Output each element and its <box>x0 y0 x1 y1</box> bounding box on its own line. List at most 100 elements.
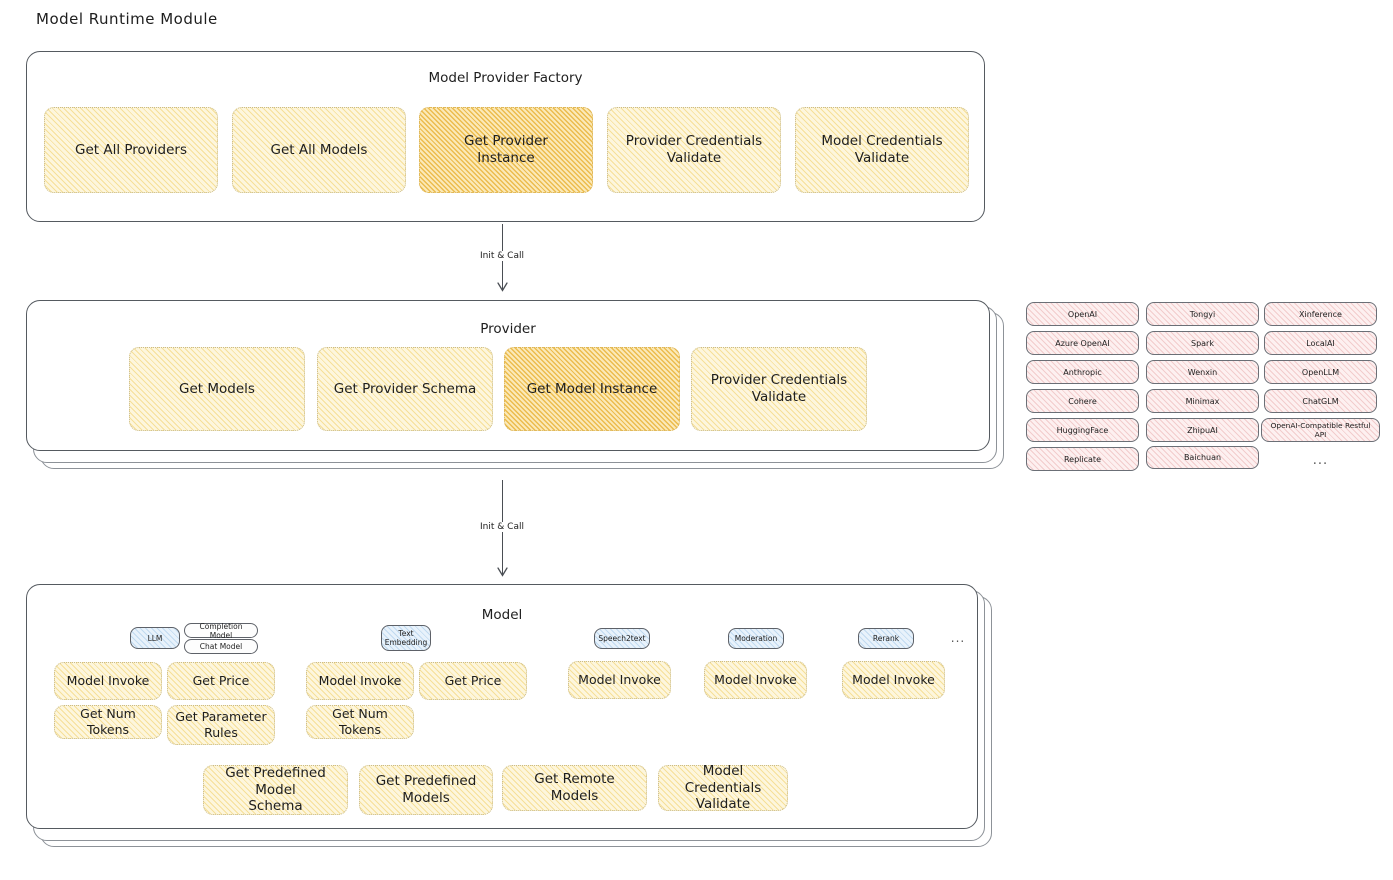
provider-chip-label: LocalAI <box>1306 338 1335 348</box>
provider-box-get-provider-schema[interactable]: Get Provider Schema <box>317 347 493 431</box>
provider-chip-baichuan[interactable]: Baichuan <box>1146 446 1259 469</box>
model-method-label: Get Num Tokens <box>332 706 388 737</box>
factory-box-label: Get All Models <box>270 141 368 158</box>
provider-chip-cohere[interactable]: Cohere <box>1026 389 1139 413</box>
model-common-label: Get Predefined Models <box>375 773 477 806</box>
model-title: Model <box>481 607 523 623</box>
provider-chip-label: Anthropic <box>1063 367 1102 377</box>
model-method-rerank-model-invoke[interactable]: Model Invoke <box>842 661 945 699</box>
provider-chip-label: Wenxin <box>1187 367 1218 377</box>
model-method-text-embedding-model-invoke[interactable]: Model Invoke <box>306 662 414 700</box>
provider-chip-zhipuai[interactable]: ZhipuAI <box>1146 418 1259 442</box>
factory-box-label: Provider Credentials Validate <box>625 133 763 166</box>
model-subtype-label: Completion Model <box>199 621 243 640</box>
model-common-get-predefined-models[interactable]: Get Predefined Models <box>359 765 493 815</box>
provider-chip-label: OpenLLM <box>1301 367 1340 377</box>
model-method-llm-model-invoke[interactable]: Model Invoke <box>54 662 162 700</box>
page-title: Model Runtime Module <box>36 10 218 28</box>
model-method-text-embedding-get-price[interactable]: Get Price <box>419 662 527 700</box>
model-method-llm-get-price[interactable]: Get Price <box>167 662 275 700</box>
model-method-label: Model Invoke <box>578 672 661 688</box>
provider-chip-label: Azure OpenAI <box>1055 338 1110 348</box>
model-method-llm-get-parameter-rules[interactable]: Get Parameter Rules <box>167 705 275 745</box>
model-types-more-label: ... <box>950 630 966 645</box>
provider-chip-label: ChatGLM <box>1302 396 1339 406</box>
arrow-factory-to-provider-label: Init & Call <box>452 251 552 261</box>
model-method-label: Get Parameter Rules <box>175 709 267 740</box>
model-method-speech2text-model-invoke[interactable]: Model Invoke <box>568 661 671 699</box>
arrow-provider-to-model-head <box>497 566 508 577</box>
provider-chip-label: OpenAI <box>1067 309 1098 319</box>
model-method-label: Get Num Tokens <box>80 706 136 737</box>
provider-chip-localai[interactable]: LocalAI <box>1264 331 1377 355</box>
provider-chip-label: Minimax <box>1185 396 1220 406</box>
model-method-label: Model Invoke <box>318 673 402 689</box>
provider-chip-minimax[interactable]: Minimax <box>1146 389 1259 413</box>
provider-chip-wenxin[interactable]: Wenxin <box>1146 360 1259 384</box>
model-common-get-predefined-model-schema[interactable]: Get Predefined Model Schema <box>203 765 348 815</box>
model-common-label: Get Predefined Model Schema <box>225 764 326 815</box>
provider-chip-xinference[interactable]: Xinference <box>1264 302 1377 326</box>
factory-box-label: Get Provider Instance <box>464 133 548 166</box>
provider-chip-anthropic[interactable]: Anthropic <box>1026 360 1139 384</box>
model-type-badge-text-embedding[interactable]: Text Embedding <box>381 625 431 651</box>
provider-chip-replicate[interactable]: Replicate <box>1026 447 1139 471</box>
provider-box-get-model-instance[interactable]: Get Model Instance <box>504 347 680 431</box>
provider-chip-spark[interactable]: Spark <box>1146 331 1259 355</box>
model-method-label: Model Invoke <box>852 672 935 688</box>
model-common-model-credentials-validate[interactable]: Model Credentials Validate <box>658 762 788 813</box>
factory-box-get-all-models[interactable]: Get All Models <box>232 107 406 193</box>
provider-chip-label: Cohere <box>1068 396 1097 406</box>
factory-box-label: Get All Providers <box>75 141 187 158</box>
model-subtype-label: Chat Model <box>199 642 243 651</box>
provider-chip-label: Tongyi <box>1189 309 1216 319</box>
model-subtype-badge-chat-model[interactable]: Chat Model <box>184 639 258 654</box>
provider-chip-label: ZhipuAI <box>1187 425 1218 435</box>
model-type-label: LLM <box>147 633 163 643</box>
model-method-label: Get Price <box>192 673 250 689</box>
provider-chip-label: HuggingFace <box>1056 425 1109 435</box>
provider-chip-label: OpenAI-Compatible Restful API <box>1270 421 1371 439</box>
arrow-factory-to-provider-head <box>497 281 508 292</box>
model-method-moderation-model-invoke[interactable]: Model Invoke <box>704 661 807 699</box>
model-types-more: ... <box>948 630 968 646</box>
provider-box-provider-credentials-validate[interactable]: Provider Credentials Validate <box>691 347 867 431</box>
factory-title: Model Provider Factory <box>428 70 583 86</box>
model-type-label: Text Embedding <box>384 629 428 647</box>
provider-title: Provider <box>480 321 536 337</box>
provider-chip-chatglm[interactable]: ChatGLM <box>1264 389 1377 413</box>
provider-box-label: Get Model Instance <box>526 380 658 397</box>
factory-box-label: Model Credentials Validate <box>821 133 943 166</box>
model-type-badge-moderation[interactable]: Moderation <box>728 628 784 649</box>
model-type-label: Moderation <box>734 634 778 643</box>
model-common-label: Get Remote Models <box>534 771 615 804</box>
provider-chip-label: Baichuan <box>1183 453 1222 462</box>
provider-box-label: Get Provider Schema <box>333 380 477 397</box>
provider-chip-label: Spark <box>1191 338 1214 348</box>
model-type-badge-rerank[interactable]: Rerank <box>858 628 914 649</box>
factory-box-model-credentials-validate[interactable]: Model Credentials Validate <box>795 107 969 193</box>
provider-chip-openllm[interactable]: OpenLLM <box>1264 360 1377 384</box>
model-method-llm-get-num-tokens[interactable]: Get Num Tokens <box>54 705 162 739</box>
provider-chip-huggingface[interactable]: HuggingFace <box>1026 418 1139 442</box>
provider-chip-openai[interactable]: OpenAI <box>1026 302 1139 326</box>
provider-chip-label: Xinference <box>1299 309 1342 319</box>
model-common-get-remote-models[interactable]: Get Remote Models <box>502 765 647 811</box>
factory-box-get-provider-instance[interactable]: Get Provider Instance <box>419 107 593 193</box>
provider-chip-openai-compatible-restful-api[interactable]: OpenAI-Compatible Restful API <box>1261 418 1380 442</box>
provider-chip-label: ... <box>1312 452 1329 468</box>
model-method-label: Model Invoke <box>714 672 797 688</box>
provider-chip-tongyi[interactable]: Tongyi <box>1146 302 1259 326</box>
provider-chip-azure-openai[interactable]: Azure OpenAI <box>1026 331 1139 355</box>
model-type-badge-speech2text[interactable]: Speech2text <box>594 628 650 649</box>
model-type-badge-llm[interactable]: LLM <box>130 627 180 649</box>
model-common-label: Model Credentials Validate <box>684 762 762 813</box>
model-method-text-embedding-get-num-tokens[interactable]: Get Num Tokens <box>306 705 414 739</box>
provider-box-label: Get Models <box>179 380 255 397</box>
factory-box-get-all-providers[interactable]: Get All Providers <box>44 107 218 193</box>
factory-box-provider-credentials-validate[interactable]: Provider Credentials Validate <box>607 107 781 193</box>
model-method-label: Get Price <box>444 673 502 689</box>
model-subtype-badge-completion-model[interactable]: Completion Model <box>184 621 258 640</box>
provider-chip-more: ... <box>1264 450 1377 470</box>
provider-box-get-models[interactable]: Get Models <box>129 347 305 431</box>
